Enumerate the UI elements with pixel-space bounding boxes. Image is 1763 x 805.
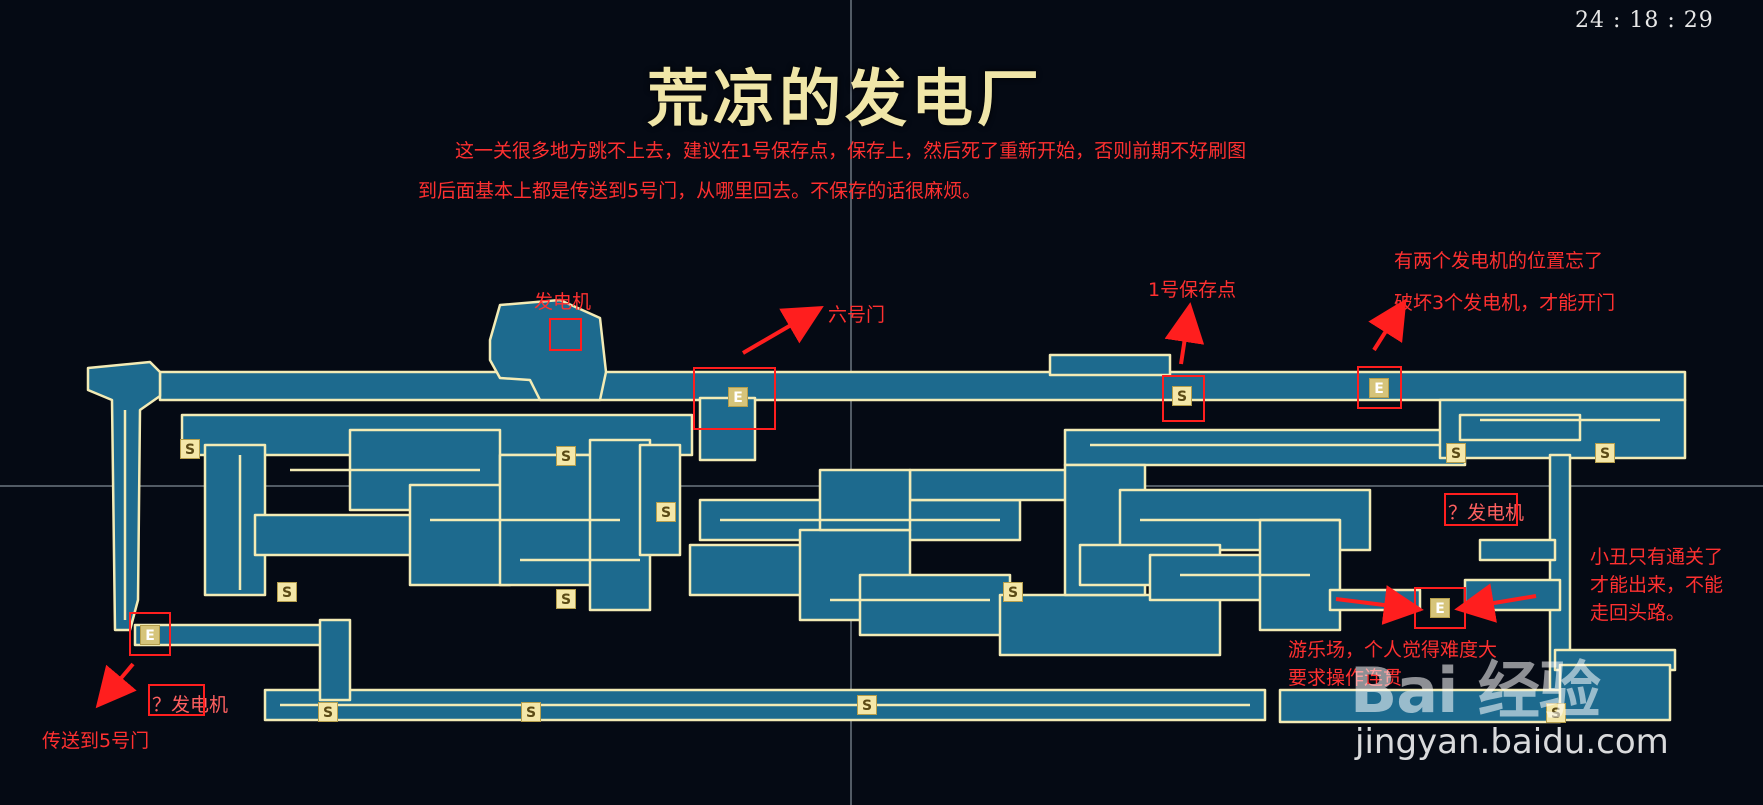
label-amusement-park: 游乐场，个人觉得难度大 要求操作连贯 bbox=[1288, 639, 1498, 689]
save-point-marker: S bbox=[1446, 443, 1466, 463]
baidu-watermark-logo: Bai 经验 bbox=[1350, 654, 1601, 727]
tip-line-2: 到后面基本上都是传送到5号门，从哪里回去。不保存的话很麻烦。 bbox=[418, 180, 982, 202]
save-point-marker: S bbox=[556, 589, 576, 609]
elevator-marker: E bbox=[1430, 598, 1450, 618]
label-door-6: 六号门 bbox=[828, 304, 886, 326]
label-clown: 小丑只有通关了 才能出来，不能 走回头路。 bbox=[1590, 546, 1724, 624]
label-forgot-generators: 有两个发电机的位置忘了 bbox=[1394, 250, 1604, 272]
box-elevator-left bbox=[129, 612, 171, 656]
save-point-marker: S bbox=[857, 695, 877, 715]
save-point-marker: S bbox=[1595, 443, 1615, 463]
label-generator-bottom: ？发电机 bbox=[152, 694, 229, 716]
save-point-marker: S bbox=[318, 702, 338, 722]
save-point-marker: S bbox=[1546, 703, 1566, 723]
save-point-marker: S bbox=[277, 582, 297, 602]
save-point-marker: S bbox=[1003, 582, 1023, 602]
map-title: 荒凉的发电厂 bbox=[646, 62, 1043, 135]
save-point-marker: S bbox=[180, 439, 200, 459]
arrow-door-6 bbox=[741, 305, 824, 355]
box-save-point-1 bbox=[1162, 375, 1205, 422]
label-generator-top: 发电机 bbox=[534, 291, 592, 313]
arrow-clown-to-elevator bbox=[1454, 583, 1537, 623]
arrow-teleport bbox=[95, 662, 137, 709]
box-generator-top bbox=[549, 318, 582, 351]
baidu-watermark-url: jingyan.baidu.com bbox=[1355, 722, 1669, 762]
tip-line-1: 这一关很多地方跳不上去，建议在1号保存点，保存上，然后死了重新开始，否则前期不好… bbox=[455, 140, 1247, 162]
save-point-marker: S bbox=[556, 446, 576, 466]
save-point-marker: S bbox=[521, 702, 541, 722]
game-clock: 24 : 18 : 29 bbox=[1575, 8, 1714, 33]
elevator-marker: E bbox=[140, 625, 160, 645]
save-point-1-marker: S bbox=[1172, 386, 1192, 406]
label-generator-right: ？发电机 bbox=[1448, 502, 1525, 524]
box-door-6 bbox=[693, 367, 776, 430]
arrow-save-point-1 bbox=[1164, 302, 1205, 365]
box-elevator-top-right bbox=[1357, 366, 1402, 409]
save-point-marker: S bbox=[656, 502, 676, 522]
box-generator-right bbox=[1444, 493, 1518, 526]
arrow-amusement-to-elevator bbox=[1335, 585, 1424, 625]
label-save-point-1: 1号保存点 bbox=[1148, 279, 1237, 301]
arrow-elevator-top-right bbox=[1368, 298, 1407, 352]
elevator-marker: E bbox=[1369, 378, 1389, 398]
inner-walls bbox=[123, 410, 1660, 707]
door-6-marker: E bbox=[728, 387, 748, 407]
label-destroy-generators: 破坏3个发电机，才能开门 bbox=[1394, 292, 1616, 314]
box-generator-bottom bbox=[148, 684, 205, 716]
label-teleport-door-5: 传送到5号门 bbox=[42, 730, 150, 752]
